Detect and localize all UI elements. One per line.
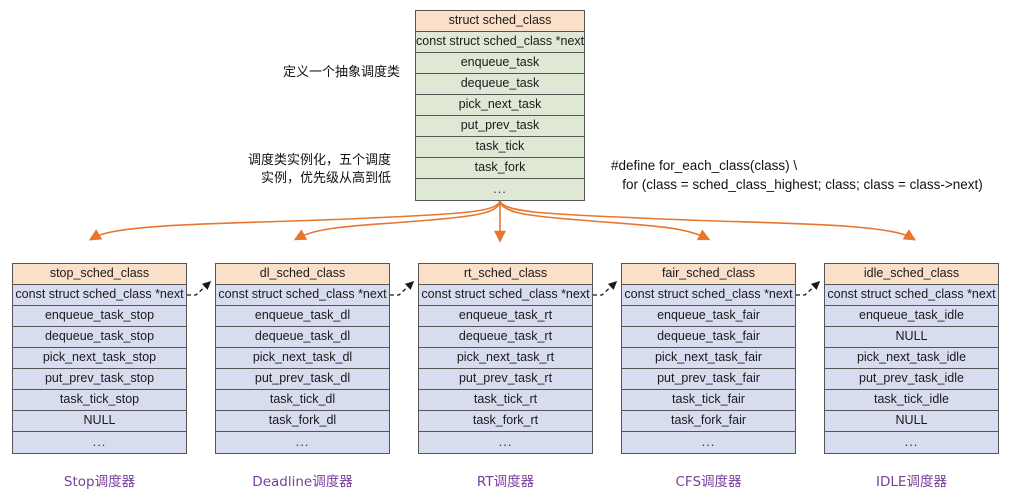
instance-row-putprev-fair: put_prev_task_fair bbox=[622, 369, 795, 390]
instance-row-taskfork-rt: task_fork_rt bbox=[419, 411, 592, 432]
instance-row-dequeue-idle: NULL bbox=[825, 327, 998, 348]
instance-row-tasktick-idle: task_tick_idle bbox=[825, 390, 998, 411]
link-stop-to-dl bbox=[187, 280, 212, 296]
instance-row-ellipsis-dl: ... bbox=[216, 432, 389, 453]
instance-row-picknext-rt: pick_next_task_rt bbox=[419, 348, 592, 369]
macro-for-each-class-line2: for (class = sched_class_highest; class;… bbox=[611, 177, 983, 192]
abstract-row-ellipsis: ... bbox=[416, 179, 584, 200]
instance-row-picknext-fair: pick_next_task_fair bbox=[622, 348, 795, 369]
abstract-row-pick-next-task: pick_next_task bbox=[416, 95, 584, 116]
instance-header-rt: rt_sched_class bbox=[419, 264, 592, 285]
instance-row-tasktick-rt: task_tick_rt bbox=[419, 390, 592, 411]
arrow-to-dl bbox=[293, 199, 501, 241]
caption-rt: RT调度器 bbox=[476, 474, 535, 490]
instance-row-next-fair: const struct sched_class *next bbox=[622, 285, 795, 306]
caption-idle: IDLE调度器 bbox=[876, 474, 947, 490]
instance-header-idle: idle_sched_class bbox=[825, 264, 998, 285]
instance-row-ellipsis-idle: ... bbox=[825, 432, 998, 453]
instance-row-dequeue-rt: dequeue_task_rt bbox=[419, 327, 592, 348]
annotation-instantiate-line2: 实例，优先级从高到低 bbox=[261, 171, 392, 186]
instance-row-putprev-stop: put_prev_task_stop bbox=[13, 369, 186, 390]
instance-row-putprev-idle: put_prev_task_idle bbox=[825, 369, 998, 390]
instance-row-dequeue-stop: dequeue_task_stop bbox=[13, 327, 186, 348]
caption-deadline: Deadline调度器 bbox=[252, 474, 353, 490]
link-fair-to-idle bbox=[796, 280, 821, 296]
arrow-to-fair bbox=[499, 199, 711, 241]
abstract-sched-class-box: struct sched_class const struct sched_cl… bbox=[415, 10, 585, 201]
caption-cfs: CFS调度器 bbox=[675, 474, 742, 490]
instance-row-dequeue-dl: dequeue_task_dl bbox=[216, 327, 389, 348]
abstract-row-task-fork: task_fork bbox=[416, 158, 584, 179]
link-rt-to-fair bbox=[593, 280, 618, 296]
instance-header-dl: dl_sched_class bbox=[216, 264, 389, 285]
instance-row-enqueue-idle: enqueue_task_idle bbox=[825, 306, 998, 327]
instance-box-stop-sched-class: stop_sched_class const struct sched_clas… bbox=[12, 263, 187, 454]
instance-box-idle-sched-class: idle_sched_class const struct sched_clas… bbox=[824, 263, 999, 454]
instance-row-tasktick-fair: task_tick_fair bbox=[622, 390, 795, 411]
instance-box-rt-sched-class: rt_sched_class const struct sched_class … bbox=[418, 263, 593, 454]
instance-row-taskfork-fair: task_fork_fair bbox=[622, 411, 795, 432]
abstract-row-next: const struct sched_class *next bbox=[416, 32, 584, 53]
arrow-to-stop bbox=[88, 199, 501, 241]
instance-row-picknext-stop: pick_next_task_stop bbox=[13, 348, 186, 369]
instance-row-picknext-dl: pick_next_task_dl bbox=[216, 348, 389, 369]
instance-row-picknext-idle: pick_next_task_idle bbox=[825, 348, 998, 369]
instance-row-ellipsis-rt: ... bbox=[419, 432, 592, 453]
instance-box-dl-sched-class: dl_sched_class const struct sched_class … bbox=[215, 263, 390, 454]
instance-row-next-dl: const struct sched_class *next bbox=[216, 285, 389, 306]
instance-row-ellipsis-stop: ... bbox=[13, 432, 186, 453]
macro-for-each-class-line1: #define for_each_class(class) \ bbox=[611, 158, 798, 173]
instance-row-tasktick-dl: task_tick_dl bbox=[216, 390, 389, 411]
caption-stop: Stop调度器 bbox=[63, 474, 136, 490]
abstract-row-put-prev-task: put_prev_task bbox=[416, 116, 584, 137]
annotation-instantiate-line1: 调度类实例化，五个调度 bbox=[248, 153, 392, 168]
instance-row-ellipsis-fair: ... bbox=[622, 432, 795, 453]
instance-row-tasktick-stop: task_tick_stop bbox=[13, 390, 186, 411]
instance-row-enqueue-rt: enqueue_task_rt bbox=[419, 306, 592, 327]
instance-row-enqueue-fair: enqueue_task_fair bbox=[622, 306, 795, 327]
arrow-to-idle bbox=[499, 199, 917, 241]
instance-row-next-stop: const struct sched_class *next bbox=[13, 285, 186, 306]
instance-row-enqueue-stop: enqueue_task_stop bbox=[13, 306, 186, 327]
instance-row-next-idle: const struct sched_class *next bbox=[825, 285, 998, 306]
abstract-row-enqueue-task: enqueue_task bbox=[416, 53, 584, 74]
abstract-class-header: struct sched_class bbox=[416, 11, 584, 32]
annotation-define-abstract-class: 定义一个抽象调度类 bbox=[283, 65, 401, 80]
instance-header-fair: fair_sched_class bbox=[622, 264, 795, 285]
instance-header-stop: stop_sched_class bbox=[13, 264, 186, 285]
link-dl-to-rt bbox=[390, 280, 415, 296]
instance-row-next-rt: const struct sched_class *next bbox=[419, 285, 592, 306]
instance-row-dequeue-fair: dequeue_task_fair bbox=[622, 327, 795, 348]
instance-row-taskfork-stop: NULL bbox=[13, 411, 186, 432]
abstract-row-task-tick: task_tick bbox=[416, 137, 584, 158]
instance-row-enqueue-dl: enqueue_task_dl bbox=[216, 306, 389, 327]
instance-row-putprev-rt: put_prev_task_rt bbox=[419, 369, 592, 390]
abstract-row-dequeue-task: dequeue_task bbox=[416, 74, 584, 95]
instance-row-taskfork-idle: NULL bbox=[825, 411, 998, 432]
instance-box-fair-sched-class: fair_sched_class const struct sched_clas… bbox=[621, 263, 796, 454]
instance-row-putprev-dl: put_prev_task_dl bbox=[216, 369, 389, 390]
instance-row-taskfork-dl: task_fork_dl bbox=[216, 411, 389, 432]
